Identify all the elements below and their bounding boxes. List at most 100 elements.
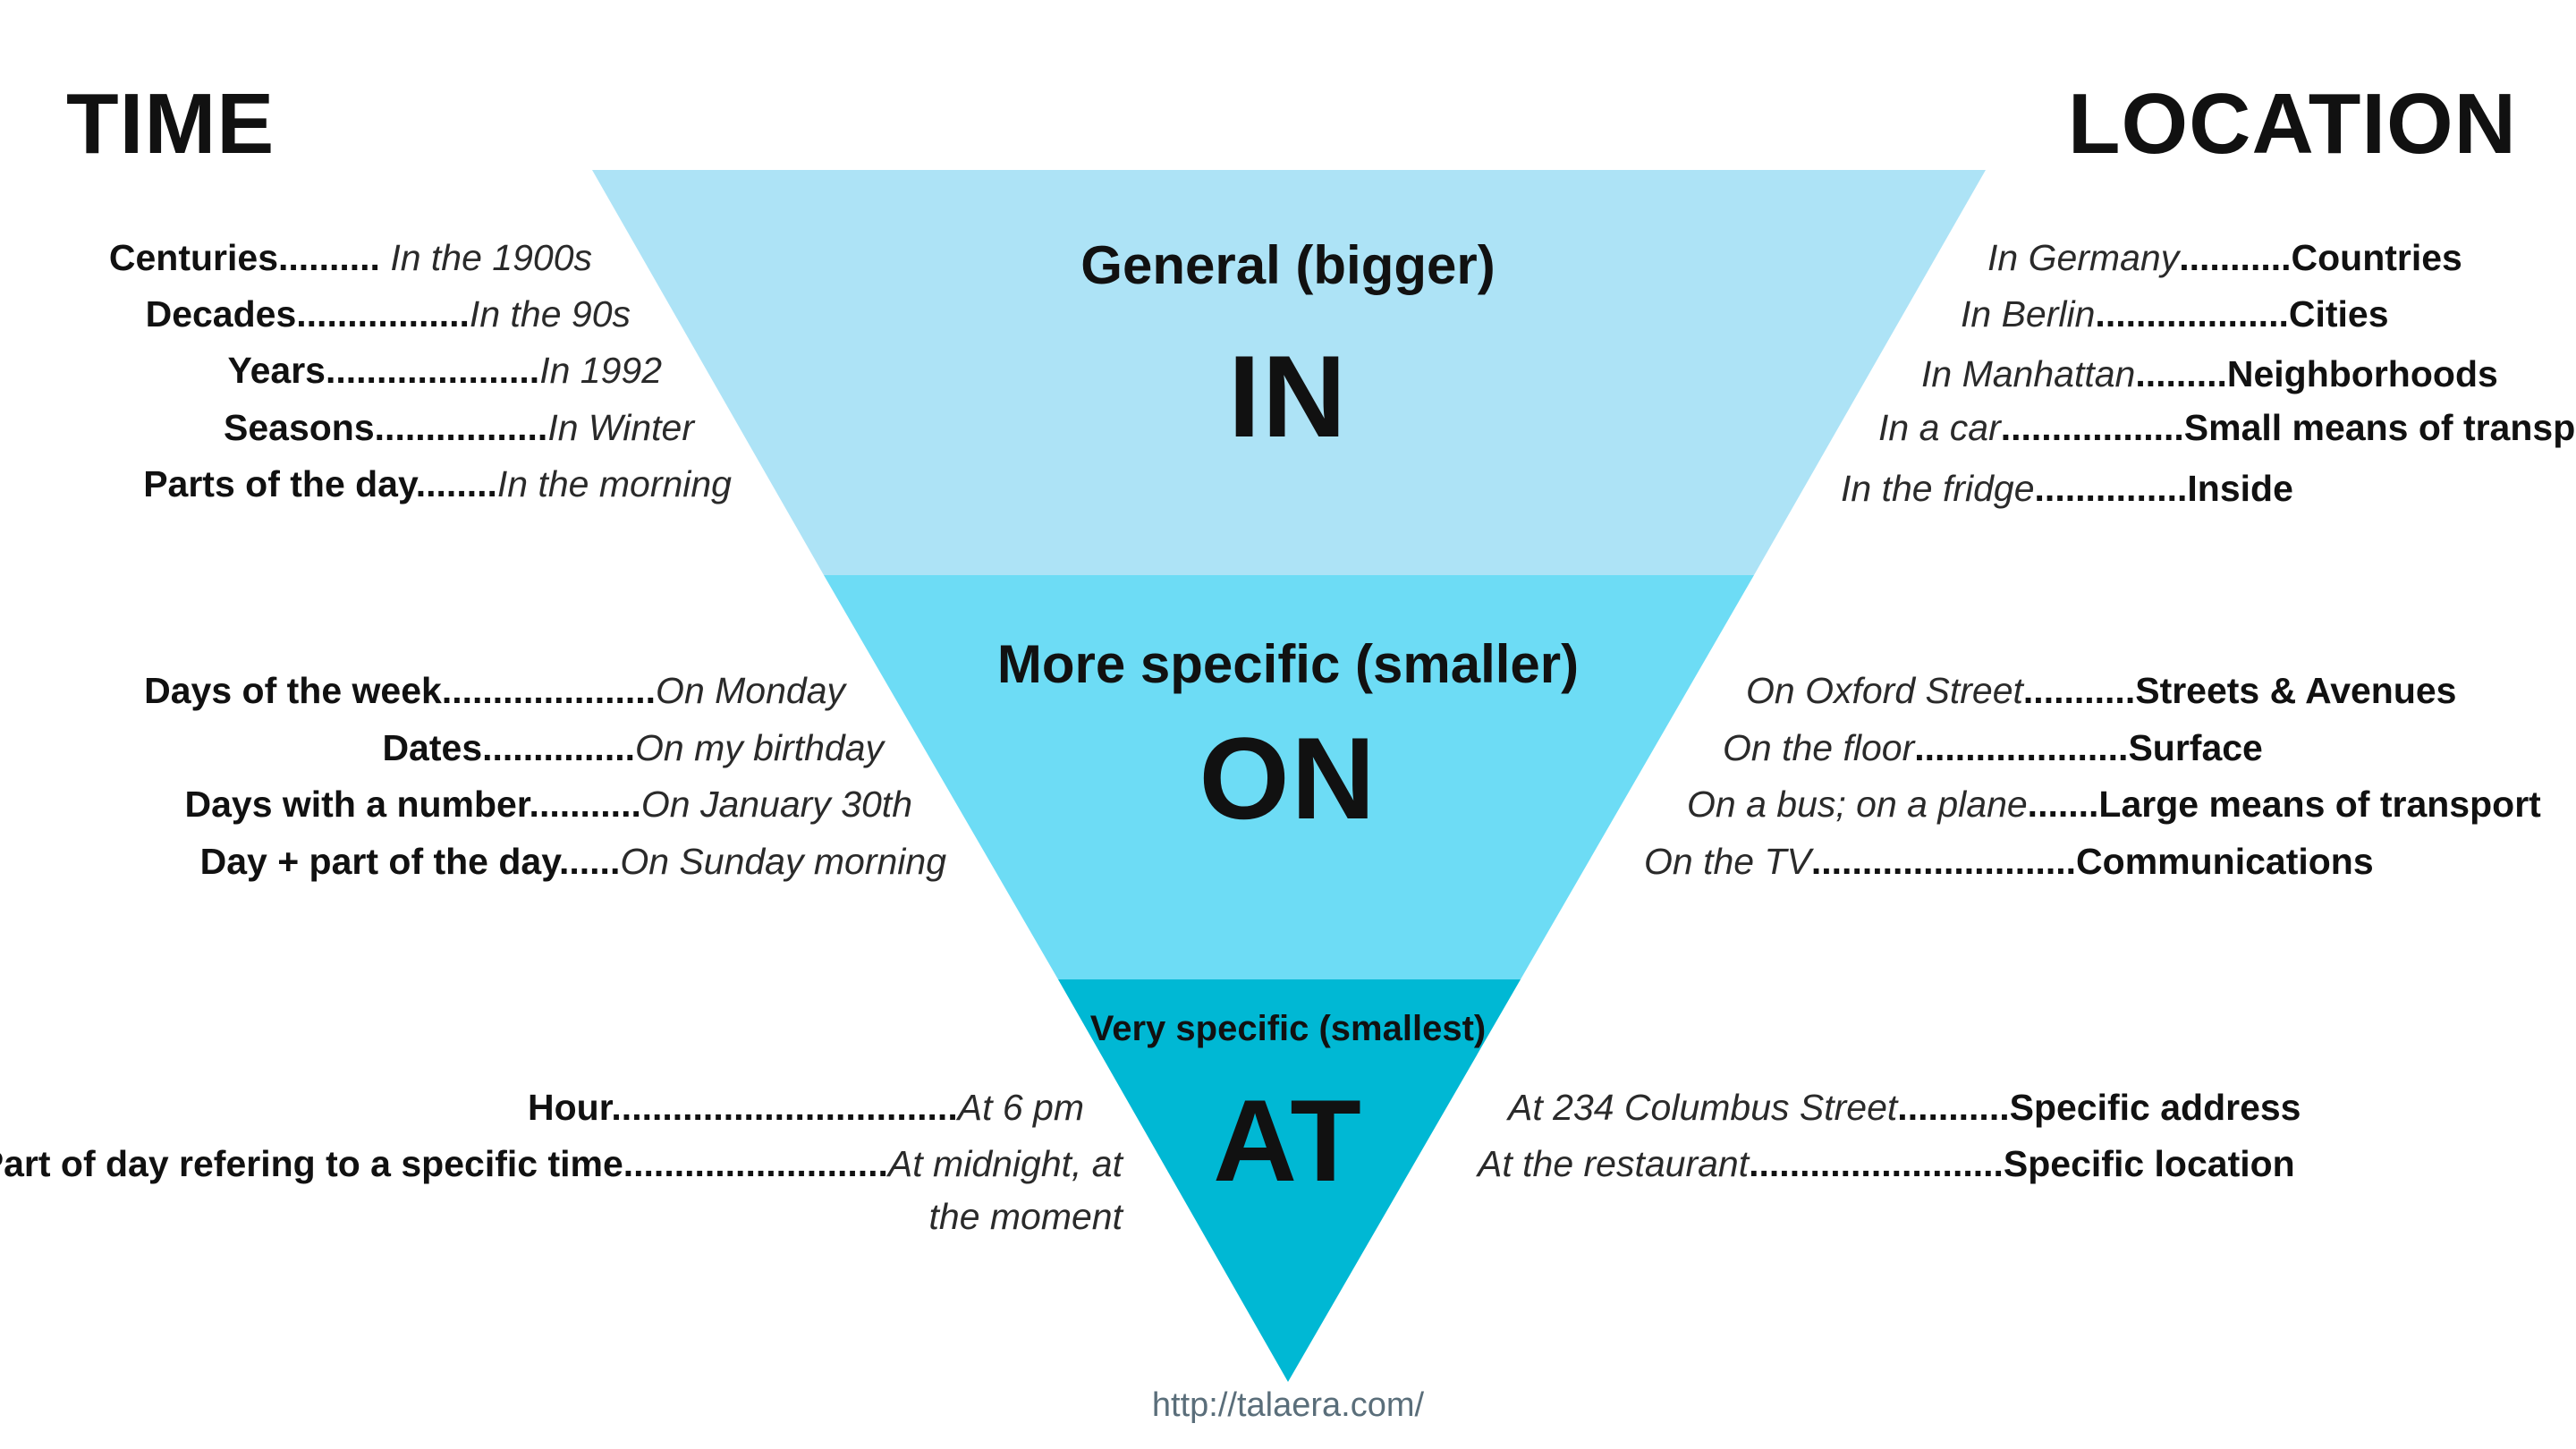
time-example-hour: Hour..................................At…	[528, 1080, 1084, 1134]
leader-dots: ..........................	[1810, 841, 2077, 882]
leader-dots: ...........	[2022, 670, 2136, 711]
leader-dots: ...................	[2095, 293, 2289, 335]
leader-dots: ......	[558, 841, 621, 882]
time-category: Seasons	[224, 407, 375, 448]
location-example: On a bus; on a plane	[1687, 784, 2028, 825]
time-example: At midnight, at	[887, 1143, 1123, 1184]
time-category: Days of the week	[144, 670, 442, 711]
leader-dots: .......	[2027, 784, 2099, 825]
location-example: In a car	[1878, 407, 2001, 448]
leader-dots: ...............	[2034, 468, 2188, 509]
time-example: In Winter	[547, 407, 694, 448]
location-example: On Oxford Street	[1746, 670, 2023, 711]
time-example-days-of-week: Days of the week.....................On …	[144, 664, 845, 717]
time-example-continuation: the moment	[928, 1196, 1123, 1237]
time-category: Hour	[528, 1087, 612, 1128]
time-example: In the morning	[496, 463, 732, 504]
time-example: On my birthday	[635, 727, 884, 768]
location-category: Specific address	[2009, 1087, 2301, 1128]
time-example-days-with-number: Days with a number...........On January …	[184, 777, 912, 831]
time-example-seasons: Seasons.................In Winter	[224, 401, 694, 454]
location-category: Cities	[2288, 293, 2389, 335]
leader-dots: .....................	[1914, 727, 2129, 768]
leader-dots: .........	[2135, 353, 2227, 394]
level-at-preposition: AT	[1213, 1075, 1363, 1206]
time-example: At 6 pm	[957, 1087, 1084, 1128]
location-category: Inside	[2187, 468, 2293, 509]
level-in-description: General (bigger)	[1080, 235, 1496, 295]
time-example: On Sunday morning	[620, 841, 946, 882]
location-example: In Manhattan	[1921, 353, 2136, 394]
time-example: In the 90s	[469, 293, 631, 335]
time-example-dates: Dates...............On my birthday	[382, 721, 884, 775]
location-category: Streets & Avenues	[2135, 670, 2457, 711]
time-example: On January 30th	[640, 784, 912, 825]
location-example: In Germany	[1987, 237, 2180, 278]
pyramid-level-in	[592, 170, 1986, 575]
leader-dots: ..........................	[623, 1143, 888, 1184]
leader-dots: ..........	[278, 237, 380, 278]
time-category: Years	[227, 350, 326, 391]
location-category: Neighborhoods	[2226, 353, 2498, 394]
location-example: In Berlin	[1961, 293, 2096, 335]
leader-dots: ...............	[482, 727, 635, 768]
location-example-small-transport: In a car..................Small means of…	[1878, 401, 2576, 454]
leader-dots: .................	[374, 407, 548, 448]
time-example: In 1992	[539, 350, 662, 391]
location-category: Large means of transport	[2098, 784, 2541, 825]
location-example-surface: On the floor.....................Surface	[1723, 721, 2263, 775]
pyramid-level-at	[1058, 979, 1521, 1382]
leader-dots: ..................................	[611, 1087, 958, 1128]
time-example: In the 1900s	[379, 237, 592, 278]
level-in-preposition: IN	[1228, 331, 1348, 462]
location-example-countries: In Germany...........Countries	[1987, 231, 2462, 284]
time-category: Part of day refering to a specific time	[0, 1143, 623, 1184]
time-category: Decades	[145, 293, 297, 335]
time-category: Centuries	[108, 237, 278, 278]
pyramid-level-on	[824, 575, 1754, 979]
location-category: Small means of transport	[2183, 407, 2576, 448]
time-example-parts-of-day: Parts of the day........In the morning	[143, 457, 732, 511]
location-category: Communications	[2076, 841, 2374, 882]
level-on-preposition: ON	[1199, 713, 1377, 843]
location-category: Surface	[2128, 727, 2263, 768]
leader-dots: ...........	[529, 784, 641, 825]
time-example-decades: Decades.................In the 90s	[146, 287, 631, 341]
location-example: On the floor	[1723, 727, 1915, 768]
level-at-description: Very specific (smallest)	[1089, 1009, 1487, 1048]
level-on-description: More specific (smaller)	[996, 634, 1580, 694]
time-example-day-part: Day + part of the day......On Sunday mor…	[200, 835, 946, 888]
location-example-inside: In the fridge...............Inside	[1841, 462, 2293, 515]
leader-dots: .....................	[325, 350, 540, 391]
location-example: At the restaurant	[1478, 1143, 1750, 1184]
leader-dots: ...........	[1897, 1087, 2010, 1128]
location-example-large-transport: On a bus; on a plane.......Large means o…	[1687, 777, 2541, 831]
time-example: On Monday	[656, 670, 845, 711]
location-example: On the TV	[1644, 841, 1811, 882]
location-example-location: At the restaurant.......................…	[1478, 1137, 2295, 1191]
time-heading: TIME	[66, 76, 275, 172]
source-link[interactable]: http://talaera.com/	[1151, 1386, 1425, 1424]
location-example-neighborhoods: In Manhattan.........Neighborhoods	[1921, 347, 2498, 401]
location-example: In the fridge	[1841, 468, 2035, 509]
leader-dots: .........................	[1749, 1143, 2004, 1184]
time-category: Day + part of the day	[199, 841, 559, 882]
time-category: Parts of the day	[143, 463, 416, 504]
leader-dots: .................	[296, 293, 470, 335]
location-example-communications: On the TV..........................Commu…	[1644, 835, 2374, 888]
location-category: Countries	[2291, 237, 2462, 278]
leader-dots: ..................	[2000, 407, 2184, 448]
location-heading: LOCATION	[2067, 76, 2517, 172]
location-category: Specific location	[2003, 1143, 2295, 1184]
time-category: Dates	[382, 727, 483, 768]
time-example-centuries: Centuries.......... In the 1900s	[109, 231, 592, 284]
leader-dots: .....................	[441, 670, 657, 711]
location-example: At 234 Columbus Street	[1508, 1087, 1898, 1128]
leader-dots: ...........	[2179, 237, 2292, 278]
time-category: Days with a number	[184, 784, 530, 825]
time-example-specific-time: Part of day refering to a specific time.…	[0, 1137, 1123, 1191]
location-example-address: At 234 Columbus Street...........Specifi…	[1508, 1080, 2301, 1134]
time-example-years: Years.....................In 1992	[228, 343, 662, 397]
leader-dots: ........	[415, 463, 497, 504]
